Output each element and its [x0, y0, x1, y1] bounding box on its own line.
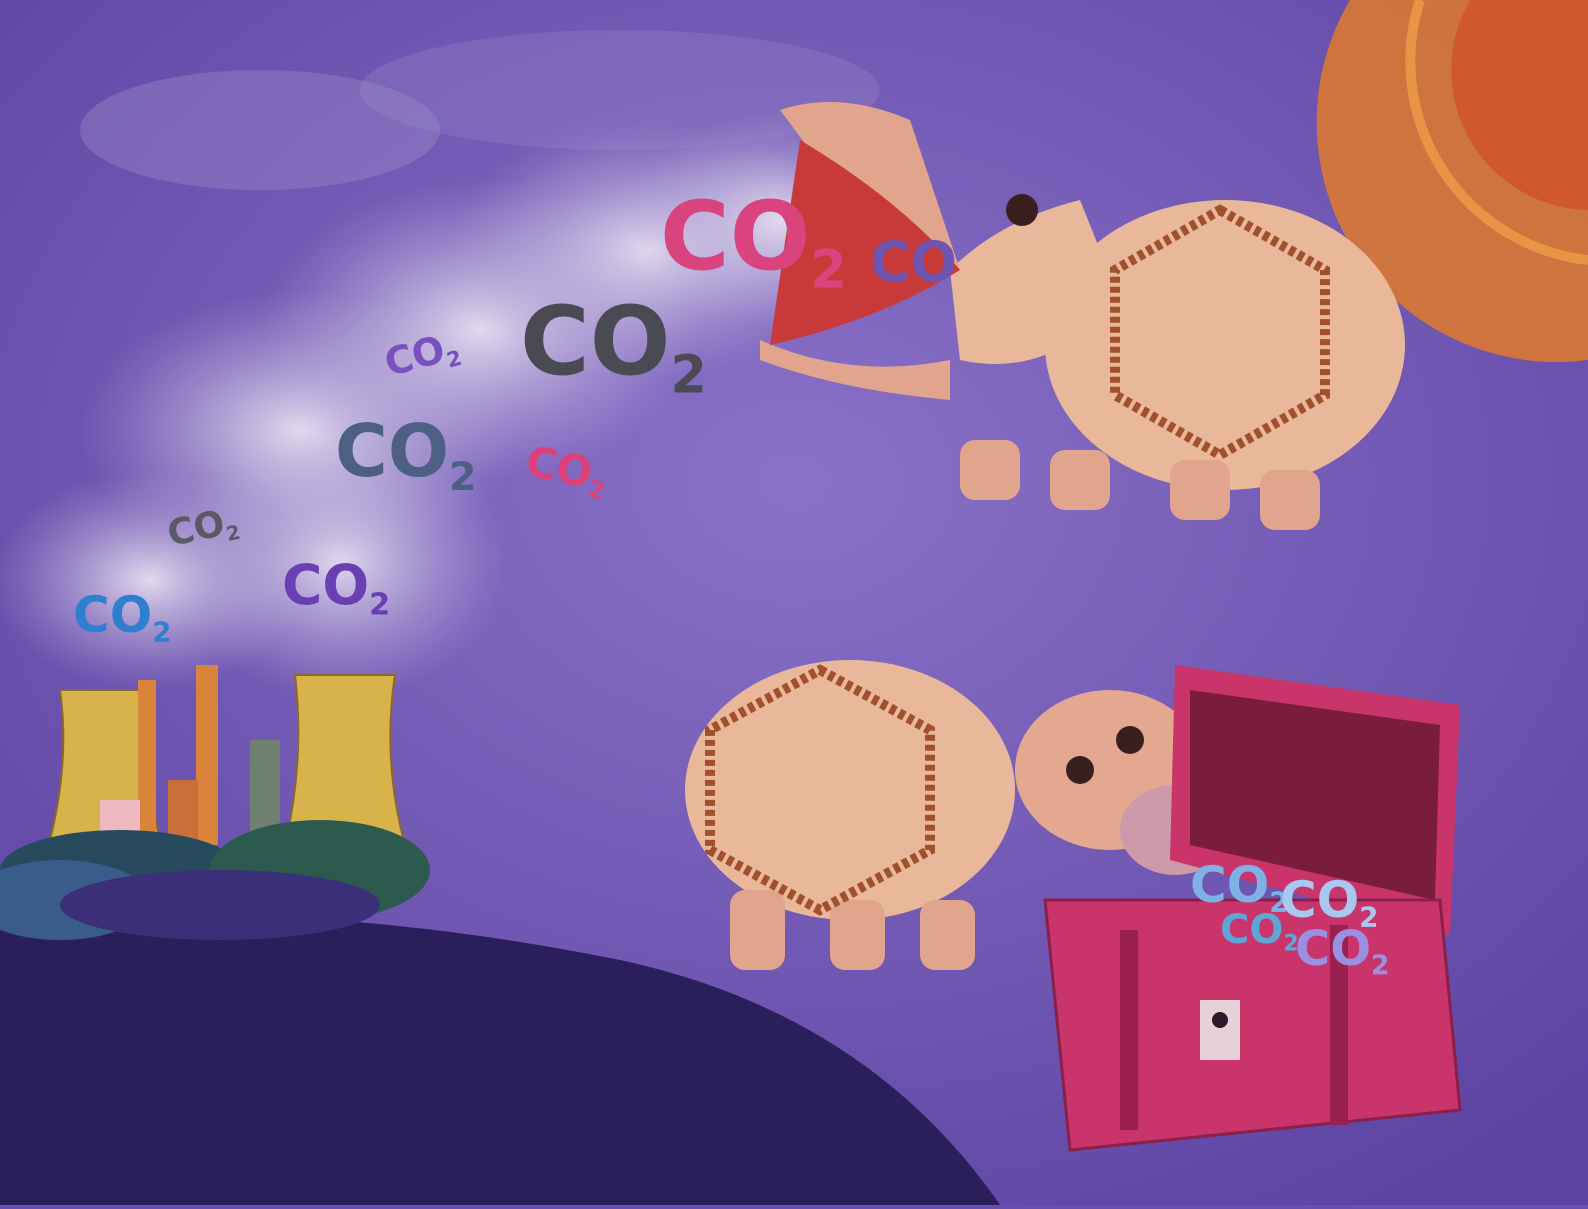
- co2-label: CO2: [335, 409, 477, 500]
- chimney: [138, 680, 156, 840]
- chest-co2-label: CO2: [1295, 921, 1390, 982]
- dark-hill: [0, 915, 1000, 1205]
- co2-label: CO2: [282, 553, 391, 623]
- mof-hexagon: [705, 664, 935, 916]
- co2-label: CO2: [660, 182, 847, 301]
- chest-co2-label: CO2: [1280, 871, 1379, 934]
- sun-corner: [1316, 0, 1588, 363]
- treasure-chest: [1043, 665, 1462, 1152]
- power-plant: [0, 665, 430, 940]
- chest-co2-label: CO2: [1190, 856, 1289, 919]
- mof-hexagon: [1110, 204, 1330, 461]
- chimney: [196, 665, 218, 845]
- co2-label: CO2: [520, 287, 707, 406]
- chest-co2-label: CO2: [1220, 907, 1299, 957]
- co2-label: CO2: [73, 586, 172, 649]
- cooling-tower-right: [283, 674, 407, 846]
- hippo-upper: [760, 102, 1405, 530]
- co2-label: CO: [870, 230, 958, 294]
